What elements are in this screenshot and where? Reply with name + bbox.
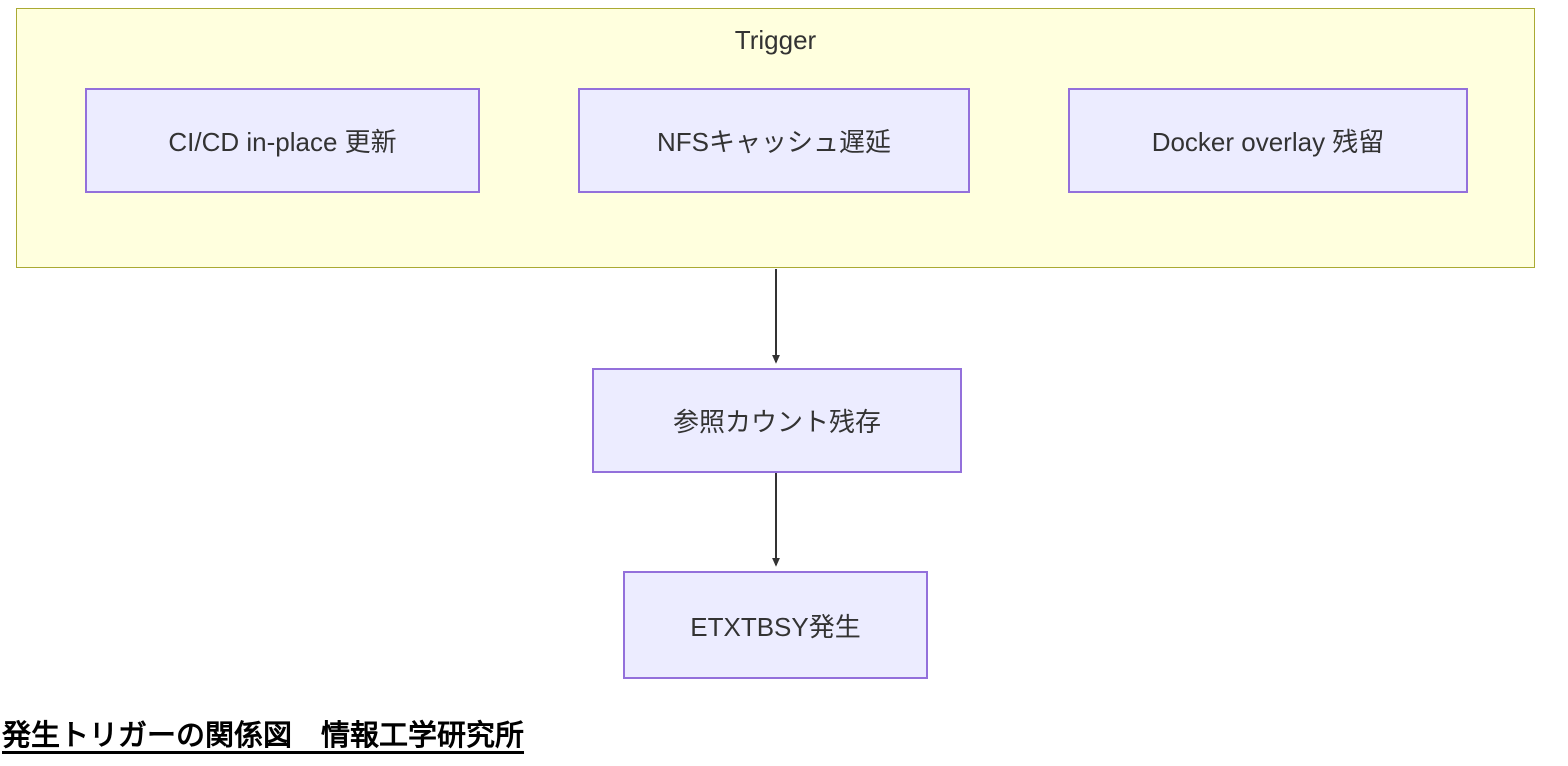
node-etxtbsy-occurrence: ETXTBSY発生	[623, 571, 928, 679]
node-reference-count-residual: 参照カウント残存	[592, 368, 962, 473]
node-cicd-inplace-update: CI/CD in-place 更新	[85, 88, 480, 193]
node-nfs-cache-delay: NFSキャッシュ遅延	[578, 88, 970, 193]
diagram-caption: 発生トリガーの関係図 情報工学研究所	[2, 720, 525, 752]
node-docker-overlay-residue: Docker overlay 残留	[1068, 88, 1468, 193]
cluster-title: Trigger	[734, 25, 817, 55]
